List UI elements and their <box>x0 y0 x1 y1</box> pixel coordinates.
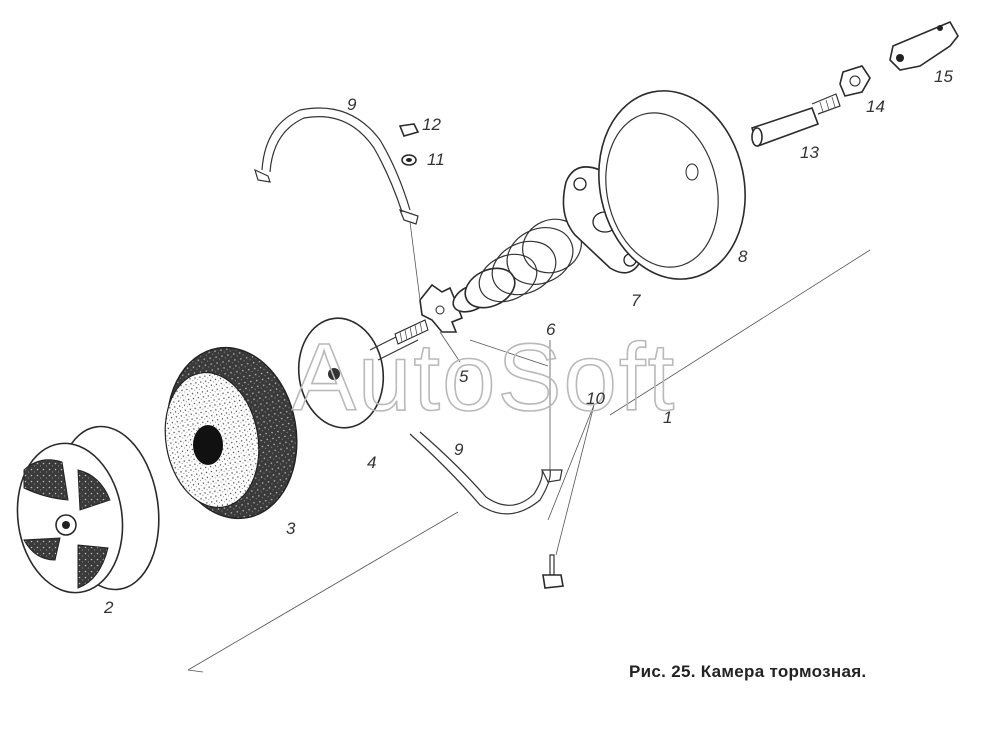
label-12: 12 <box>422 115 441 134</box>
label-10: 10 <box>586 389 605 408</box>
diaphragm-part-3 <box>164 346 298 520</box>
label-5: 5 <box>459 367 469 386</box>
housing-part-8 <box>598 90 746 280</box>
label-11: 11 <box>427 150 445 169</box>
assembly-axis <box>187 249 871 673</box>
clevis-fork-part-15 <box>889 20 959 71</box>
label-3: 3 <box>286 519 296 538</box>
nut-part-14 <box>839 65 871 97</box>
pressure-disc-part-4 <box>297 317 429 429</box>
label-6: 6 <box>546 320 556 339</box>
bolt-part-10 <box>542 554 564 589</box>
label-13: 13 <box>800 143 819 162</box>
flange-plate-part-5 <box>419 283 464 333</box>
label-14: 14 <box>866 97 885 116</box>
part-number-labels: 1 2 3 4 5 6 7 8 9 9 10 11 12 13 14 15 <box>103 67 953 617</box>
threaded-rod-part-13 <box>750 93 841 148</box>
label-7: 7 <box>631 291 641 310</box>
label-4: 4 <box>367 453 376 472</box>
figure-caption: Рис. 25. Камера тормозная. <box>629 662 867 681</box>
label-2: 2 <box>103 598 114 617</box>
washer-part-11 <box>401 154 417 166</box>
clamp-upper-part-9 <box>254 107 419 225</box>
label-15: 15 <box>934 67 953 86</box>
nut-part-12 <box>398 123 420 137</box>
leader-lines <box>409 221 595 556</box>
label-9-lower: 9 <box>454 440 464 459</box>
front-cover-part-2 <box>16 425 160 594</box>
watermark-text: AutoSoft <box>292 324 676 431</box>
spring-part-6 <box>452 218 582 313</box>
label-9-upper: 9 <box>347 95 357 114</box>
clamp-lower-part-9 <box>409 431 563 515</box>
label-1: 1 <box>663 408 672 427</box>
label-8: 8 <box>738 247 748 266</box>
